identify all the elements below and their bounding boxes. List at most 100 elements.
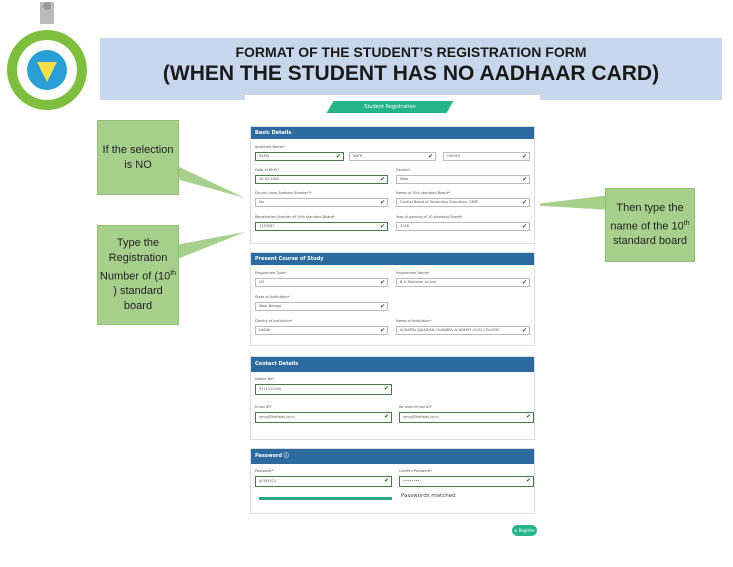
check-icon: ✔: [521, 176, 527, 183]
year-select[interactable]: 2016✔: [396, 222, 530, 231]
applicant-name-label: Applicant Name*: [255, 145, 285, 149]
check-icon: ✔: [335, 153, 341, 160]
input-value: xmyz@hotmail.co.in: [403, 415, 439, 419]
callout-board-name: Then type the name of the 10th standard …: [605, 188, 695, 262]
check-icon: ✔: [521, 327, 527, 334]
password-strength-bar: [259, 497, 392, 500]
pname-label: Programme Name*: [396, 271, 430, 275]
confirm-password-label: Confirm Password*: [399, 469, 433, 473]
dob-input[interactable]: 20-03-2000 ✔: [255, 175, 388, 184]
check-icon: ✔: [521, 279, 527, 286]
state-select[interactable]: West Bengal ✔: [255, 302, 388, 311]
govt-west-bengal-logo: [2, 0, 94, 110]
input-value: West Bengal: [259, 304, 281, 308]
callout-sup: th: [683, 219, 690, 227]
middle-name-input[interactable]: NATH ✔: [349, 152, 436, 161]
register-icon: ⊕: [513, 528, 518, 533]
check-icon: ✔: [379, 279, 385, 286]
input-value: xmyz@hotmail.co.in: [259, 415, 295, 419]
section-title: Password: [255, 453, 282, 459]
check-icon: ✔: [379, 223, 385, 230]
gender-label: Gender*: [396, 168, 411, 172]
callout-sup: th: [170, 269, 177, 277]
password-section: Password ⓘ Password* Ar334521 ✔ Confirm P…: [250, 448, 535, 514]
contact-section: Contact Details Mobile No* 9111122000 ✔ E…: [250, 356, 535, 440]
input-value: 9111122000: [259, 387, 282, 391]
year-label: Year of passing of 10 standard Board*: [396, 215, 463, 219]
input-value: RAMA: [259, 154, 270, 158]
password-match-text: Passwords matched: [401, 493, 456, 499]
check-icon: ✔: [379, 303, 385, 310]
check-icon: ✔: [521, 153, 527, 160]
password-label: Password*: [255, 469, 274, 473]
password-input[interactable]: Ar334521 ✔: [255, 476, 392, 487]
callout-registration-number: Type the Registration Number of (10th ) …: [97, 225, 179, 325]
check-icon: ✔: [525, 413, 531, 420]
password-strength-fill: [259, 497, 392, 500]
aadhaar-label: Do you have Aadhaar Number?*: [255, 191, 312, 195]
dob-label: Date of Birth*: [255, 168, 280, 172]
aadhaar-select[interactable]: No ✔: [255, 198, 388, 207]
input-value: ••••••••: [403, 479, 420, 483]
callout-text-a: Type the Registration Number of (10: [99, 236, 171, 283]
ptype-label: Programme Type*: [255, 271, 287, 275]
input-value: 2016: [400, 224, 409, 228]
first-name-input[interactable]: RAMA ✔: [255, 152, 344, 161]
reemail-label: Re-enter Email ID*: [399, 405, 432, 409]
inst-select[interactable]: ACHARYA JAGADISH CHANDRA ACADEMY (CAS) C…: [396, 326, 530, 335]
reemail-input[interactable]: xmyz@hotmail.co.in ✔: [399, 412, 534, 423]
basic-details-section: Basic Details Applicant Name* RAMA✔ NATH…: [250, 126, 535, 244]
check-icon: ✔: [383, 385, 389, 392]
check-icon: ✔: [379, 199, 385, 206]
inst-label: Name of Institution*: [396, 319, 432, 323]
callout-text-b: standard board: [613, 235, 687, 248]
state-label: State of Institution*: [255, 295, 290, 299]
district-select[interactable]: NADIA ✔: [255, 326, 388, 335]
callout-text: Then type the name of the 10th standard …: [606, 201, 694, 250]
callout-text: Type the Registration Number of (10th ) …: [98, 236, 178, 315]
section-header: Password ⓘ: [251, 449, 534, 464]
mobile-input[interactable]: 9111122000 ✔: [255, 384, 392, 395]
input-value: B.A. Bachelor of Arts: [400, 280, 437, 284]
register-button[interactable]: ⊕ Register: [512, 525, 537, 536]
regno-input[interactable]: 1234567 ✔: [255, 222, 388, 231]
last-name-input[interactable]: GHOSH ✔: [443, 152, 530, 161]
input-value: Ar334521: [259, 479, 277, 483]
check-icon: ✔: [525, 477, 531, 484]
confirm-password-input[interactable]: •••••••• ✔: [399, 476, 534, 487]
info-icon: ⓘ: [283, 453, 289, 459]
input-value: 1234567: [259, 224, 275, 228]
title-banner: FORMAT OF THE STUDENT’S REGISTRATION FOR…: [100, 38, 722, 100]
banner-line1: FORMAT OF THE STUDENT’S REGISTRATION FOR…: [235, 44, 587, 60]
form-title: Student Registration: [364, 104, 416, 110]
check-icon: ✔: [379, 327, 385, 334]
board-select[interactable]: Central Board of Secondary Education, CB…: [396, 198, 530, 207]
input-value: 20-03-2000: [259, 177, 280, 181]
input-value: No: [259, 200, 264, 204]
register-label: Register: [518, 528, 536, 533]
input-value: GHOSH: [447, 154, 460, 158]
check-icon: ✔: [427, 153, 433, 160]
input-value: UG: [259, 280, 265, 284]
check-icon: ✔: [521, 199, 527, 206]
pname-select[interactable]: B.A. Bachelor of Arts ✔: [396, 278, 530, 287]
check-icon: ✔: [379, 176, 385, 183]
check-icon: ✔: [383, 477, 389, 484]
input-value: ACHARYA JAGADISH CHANDRA ACADEMY (CAS) C…: [400, 328, 500, 332]
input-value: Male: [400, 177, 409, 181]
input-value: NADIA: [259, 328, 271, 332]
input-value: NATH: [353, 154, 363, 158]
registration-form-screenshot: Student Registration Basic Details Appli…: [245, 95, 540, 545]
section-header: Contact Details: [251, 357, 534, 372]
section-header: Present Course of Study: [251, 253, 534, 265]
email-label: Email ID*: [255, 405, 272, 409]
course-section: Present Course of Study Programme Type* …: [250, 252, 535, 346]
mobile-label: Mobile No*: [255, 377, 275, 381]
regno-label: Registration Number of 10th standard Boa…: [255, 215, 335, 219]
input-value: Central Board of Secondary Education, CB…: [400, 200, 479, 204]
gender-select[interactable]: Male ✔: [396, 175, 530, 184]
email-input[interactable]: xmyz@hotmail.co.in✔: [255, 412, 392, 423]
callout-text: If the selection is NO: [102, 143, 174, 171]
ptype-select[interactable]: UG ✔: [255, 278, 388, 287]
